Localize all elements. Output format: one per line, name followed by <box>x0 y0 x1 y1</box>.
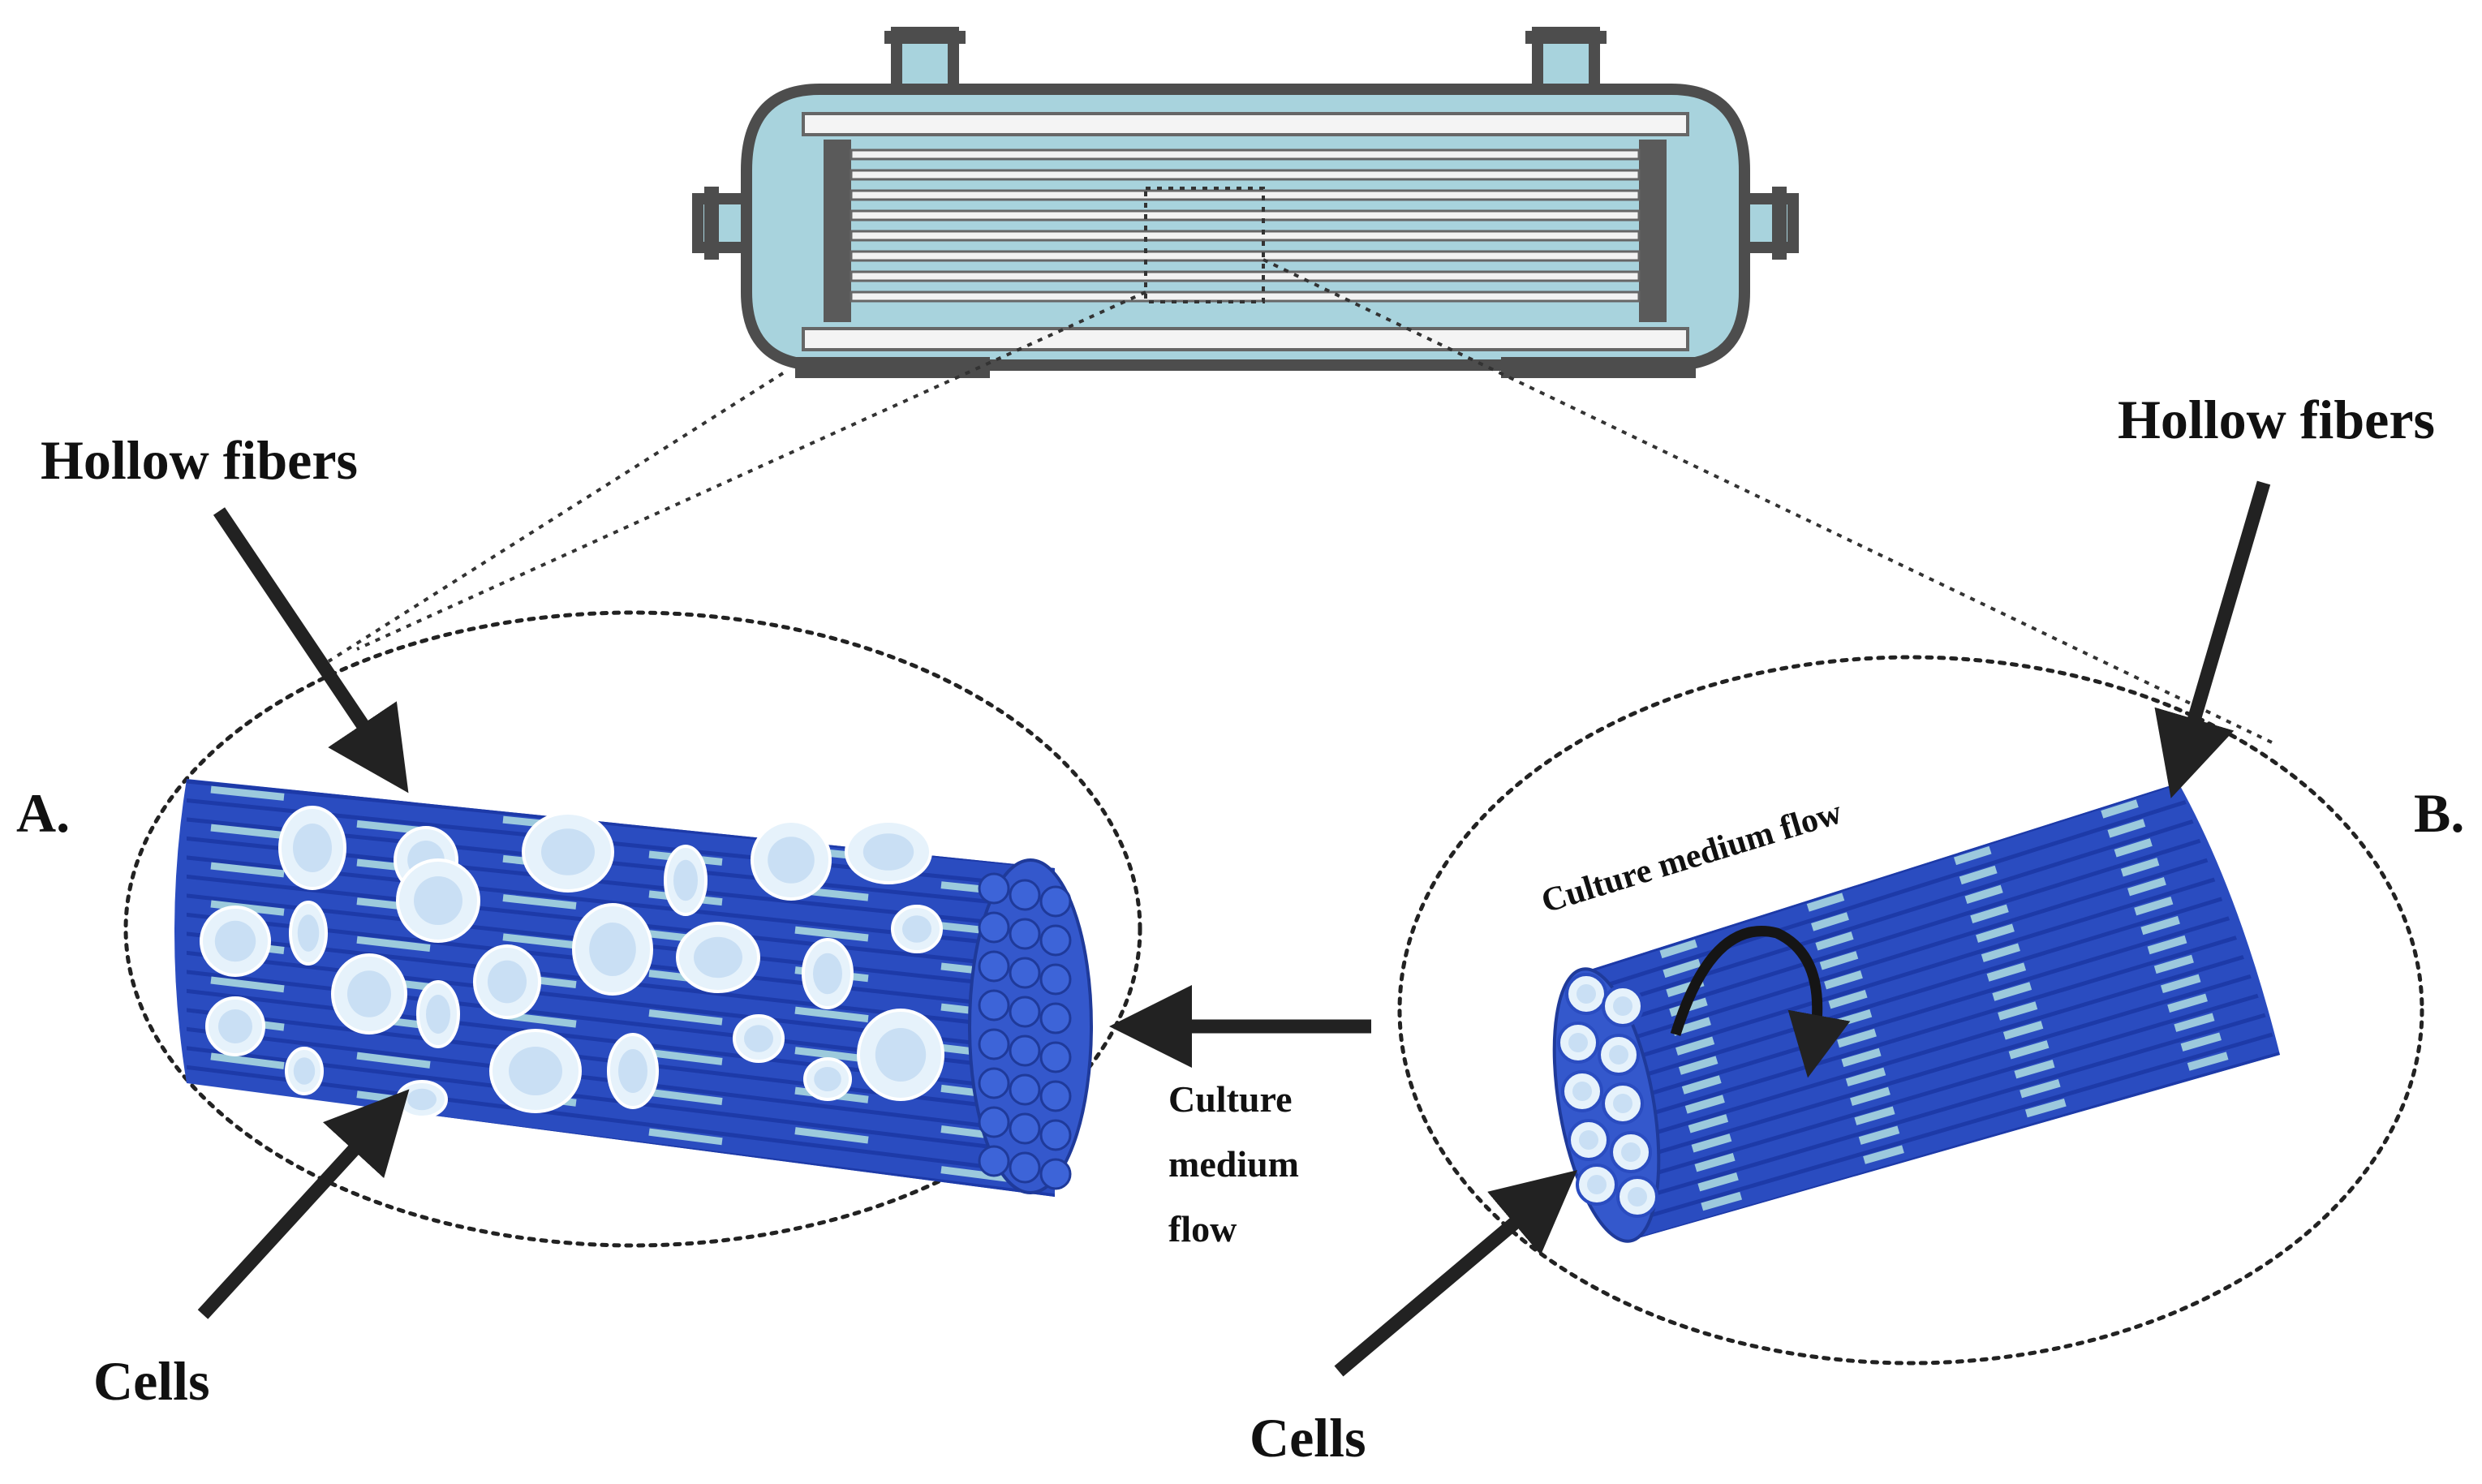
housing-fiber <box>850 270 1641 282</box>
pointer-arrows <box>197 480 2271 1377</box>
panel-b-label: B. <box>2414 782 2464 844</box>
culture-flow-line-2: medium <box>1168 1143 1299 1185</box>
hollow-fibers-label-right: Hollow fibers <box>2118 389 2435 450</box>
culture-flow-center-label: Culture medium flow <box>1168 1078 1299 1250</box>
culture-flow-line-3: flow <box>1168 1208 1237 1250</box>
cells-label-right: Cells <box>1250 1407 1366 1469</box>
arrow-cells-right <box>1334 1170 1577 1377</box>
panel-a-zoom-ellipse <box>123 610 1142 1248</box>
arrow-hollow-fibers-right <box>2154 480 2271 798</box>
cells-label-left: Cells <box>93 1350 210 1412</box>
fiber-bundle-b <box>1552 783 2280 1243</box>
culture-flow-line-1: Culture <box>1168 1078 1293 1120</box>
panel-a-label: A. <box>16 782 70 844</box>
housing-fiber <box>850 209 1641 222</box>
arrow-cells-left <box>197 1089 410 1319</box>
rotation-flow-arrow <box>1670 926 1851 1078</box>
fiber-bundle-a <box>174 779 1093 1197</box>
bioreactor-housing <box>692 27 1799 378</box>
housing-fiber <box>850 230 1641 242</box>
zoom-guide-lines <box>327 258 2273 744</box>
arrow-hollow-fibers-left <box>213 507 409 794</box>
hollow-fibers-label-left: Hollow fibers <box>41 429 358 491</box>
housing-fiber <box>850 148 1641 161</box>
housing-fiber <box>850 290 1641 303</box>
culture-flow-rotated-label: Culture medium flow <box>1537 794 1847 921</box>
housing-fiber <box>850 250 1641 262</box>
housing-fiber <box>850 169 1641 181</box>
panel-b-zoom-ellipse <box>1397 655 2424 1366</box>
housing-fiber <box>850 189 1641 201</box>
